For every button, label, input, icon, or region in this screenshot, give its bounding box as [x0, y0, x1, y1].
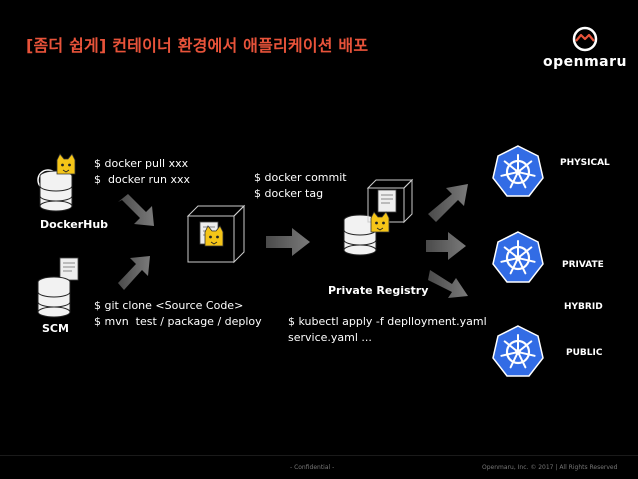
logo-text: openmaru [542, 54, 627, 70]
mvn-command: $ mvn test / package / deploy [94, 315, 262, 328]
docker-run-command: $ docker run xxx [94, 173, 191, 186]
container-cube-icon [186, 204, 246, 264]
dockerhub-label: DockerHub [40, 218, 109, 231]
target-physical-label: PHYSICAL [560, 158, 610, 168]
target-private-label: PRIVATE [562, 260, 604, 270]
footer-confidential: - Confidential - [290, 464, 335, 471]
dockerhub-icon [37, 153, 76, 212]
docker-tag-command: $ docker tag [254, 187, 324, 200]
arrow-container-to-registry [266, 228, 310, 256]
footer-copyright: Openmaru, Inc. © 2017 | All Rights Reser… [482, 464, 618, 471]
openmaru-mark-icon [572, 26, 598, 52]
arrow-dockerhub-to-container [118, 194, 154, 226]
arrow-registry-to-private [426, 232, 466, 260]
kubernetes-private-icon [491, 230, 545, 284]
arrow-scm-to-container [118, 256, 150, 290]
arrow-registry-to-physical [428, 184, 468, 222]
kubectl-command-line1: $ kubectl apply -f deplloyment.yaml [288, 315, 487, 328]
docker-commit-command: $ docker commit [254, 171, 347, 184]
flow-arrows [118, 184, 468, 298]
openmaru-logo: openmaru [540, 26, 630, 86]
docker-pull-command: $ docker pull xxx [94, 157, 189, 170]
arrow-registry-to-public [428, 270, 468, 298]
private-registry-label: Private Registry [328, 284, 429, 297]
private-registry-icon [343, 178, 414, 256]
target-hybrid-label: HYBRID [564, 302, 603, 312]
kubectl-command-line2: service.yaml ... [288, 331, 372, 344]
footer-divider [0, 455, 638, 456]
scm-label: SCM [42, 322, 69, 335]
slide-title: [좀더 쉽게] 컨테이너 환경에서 애플리케이션 배포 [26, 36, 369, 55]
git-clone-command: $ git clone <Source Code> [94, 299, 244, 312]
scm-icon [37, 257, 79, 318]
target-public-label: PUBLIC [566, 348, 603, 358]
kubernetes-physical-icon [491, 144, 545, 198]
kubernetes-public-icon [491, 324, 545, 378]
